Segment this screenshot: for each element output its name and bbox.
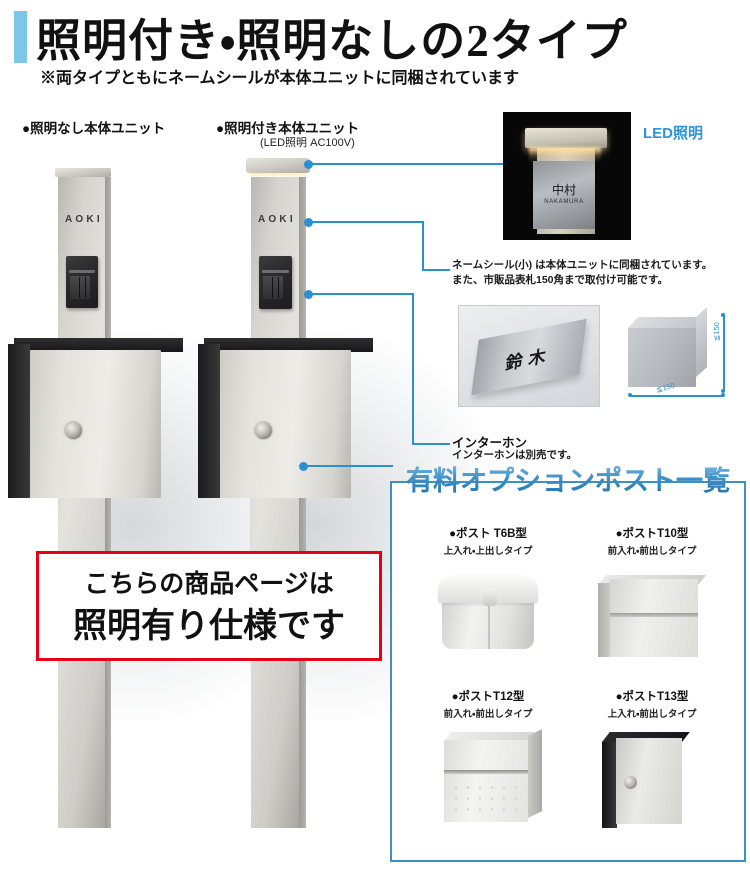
intercom-unit-no-light	[66, 256, 98, 308]
intercom-unit-with-light	[259, 256, 292, 309]
callout-lighting-spec: こちらの商品ページは 照明有り仕様です	[36, 551, 382, 661]
option-post-type-1: 前入れ・前出しタイプ	[607, 546, 697, 557]
nameplate-plate-object: 鈴木	[471, 318, 587, 396]
led-cap-plate	[246, 158, 310, 173]
led-cap-underglow	[250, 173, 306, 178]
pillar-with-light: AOKI	[246, 158, 316, 828]
connector-line-intercom-h2	[412, 443, 450, 445]
dimension-line-horizontal	[630, 395, 722, 397]
nameplate-sample-photo: 鈴木	[458, 305, 600, 407]
connector-line-nameplate-h1	[310, 221, 424, 223]
pillar-column-side	[105, 177, 111, 828]
option-post-image-t10	[564, 557, 740, 675]
connector-line-intercom-h1	[310, 293, 414, 295]
option-post-item-0[interactable]: ●ポスト T6B型 上入れ・上出しタイプ	[400, 525, 576, 675]
dimension-line-vertical	[723, 315, 725, 391]
paid-option-posts-title: 有料オプションポスト一覧	[398, 459, 738, 498]
postbox-left-face	[8, 344, 30, 498]
paid-option-posts-panel: 有料オプションポスト一覧 有料オプションポスト一覧 ●ポスト T6B型 上入れ・…	[390, 466, 746, 862]
connector-line-nameplate-v	[422, 221, 424, 271]
connector-line-nameplate-h2	[422, 269, 450, 271]
option-post-name-1: ●ポストT10型	[615, 528, 689, 540]
postbox-lock-with-light	[255, 422, 272, 439]
annotation-intercom-title: インターホン	[452, 436, 528, 450]
caption-unit-with-light-sub: (LED照明 AC100V)	[260, 137, 355, 149]
option-post-type-2: 前入れ・前出しタイプ	[443, 709, 533, 720]
led-photo-glow	[529, 147, 601, 163]
option-post-item-1[interactable]: ●ポストT10型 前入れ・前出しタイプ	[564, 525, 740, 675]
page-subtitle: ※両タイプともにネームシールが本体ユニットに同梱されています	[40, 70, 520, 87]
option-post-image-t6b	[400, 557, 576, 675]
dimension-right-face	[696, 307, 707, 377]
led-plate-name-jp: 中村	[551, 183, 576, 197]
nameplate-dimension-diagram: ≦150 ≦150	[620, 305, 740, 405]
connector-dot-led-cap	[304, 160, 313, 169]
dimension-front-face	[628, 327, 696, 387]
dimension-dot-left	[628, 393, 632, 397]
dimension-dot-right	[721, 393, 725, 397]
led-photo-cap	[525, 128, 607, 148]
postbox-front-face	[220, 350, 351, 498]
led-lighting-label: LED照明	[643, 125, 704, 142]
connector-dot-postbox	[299, 462, 308, 471]
annotation-intercom-note: インターホンは別売です。	[452, 449, 577, 461]
callout-line-1: こちらの商品ページは	[84, 571, 334, 598]
postbox-left-face	[198, 344, 220, 498]
annotation-name-seal-line1: ネームシール(小) は本体ユニットに同梱されています。	[452, 259, 713, 271]
dimension-dot-bottom	[721, 389, 725, 393]
postbox-top-face	[14, 338, 183, 352]
connector-line-postbox	[305, 465, 393, 467]
postbox-front-face	[30, 350, 161, 498]
pillar-no-light: AOKI	[55, 168, 117, 828]
connector-dot-intercom	[304, 290, 313, 299]
pillar-nameplate-with-light: AOKI	[258, 214, 296, 225]
postbox-top-face	[204, 338, 373, 352]
option-post-image-t12	[400, 720, 576, 838]
led-lighting-photo: 中村 NAKAMURA	[503, 112, 631, 240]
option-post-item-2[interactable]: ●ポストT12型 前入れ・前出しタイプ	[400, 688, 576, 838]
pillar-cap-plain	[55, 168, 111, 177]
dimension-label-height: ≦150	[712, 322, 721, 341]
annotation-name-seal: ネームシール(小) は本体ユニットに同梱されています。 また、市販品表札150角…	[452, 258, 712, 288]
postbox-lock-no-light	[65, 422, 82, 439]
option-post-type-0: 上入れ・上出しタイプ	[443, 546, 533, 557]
option-post-type-3: 上入れ・前出しタイプ	[607, 709, 697, 720]
title-accent-bar	[14, 11, 27, 63]
pillar-column-side	[299, 177, 306, 828]
dimension-top-face	[628, 317, 706, 328]
page-title: 照明付き・照明なしの2タイプ	[36, 16, 628, 66]
connector-line-led	[310, 163, 503, 165]
annotation-name-seal-line2: また、市販品表札150角まで取付け可能です。	[452, 274, 668, 286]
option-post-name-2: ●ポストT12型	[451, 691, 525, 703]
option-post-name-3: ●ポストT13型	[615, 691, 689, 703]
connector-line-intercom-v	[412, 293, 414, 445]
option-post-item-3[interactable]: ●ポストT13型 上入れ・前出しタイプ	[564, 688, 740, 838]
led-photo-nameplate: 中村 NAKAMURA	[533, 161, 595, 229]
callout-line-2: 照明有り仕様です	[73, 608, 345, 645]
connector-dot-nameplate	[304, 218, 313, 227]
pillar-nameplate-no-light: AOKI	[65, 214, 103, 225]
nameplate-sample-name: 鈴木	[504, 345, 553, 374]
caption-unit-with-light: ●照明付き本体ユニット	[216, 121, 360, 136]
led-plate-name-en: NAKAMURA	[544, 199, 584, 205]
option-post-image-t13	[564, 720, 740, 838]
option-post-name-0: ●ポスト T6B型	[449, 528, 527, 540]
caption-unit-no-light: ●照明なし本体ユニット	[22, 121, 166, 136]
postbox-with-light	[198, 338, 373, 498]
postbox-no-light	[8, 338, 183, 498]
dimension-dot-top	[721, 313, 725, 317]
